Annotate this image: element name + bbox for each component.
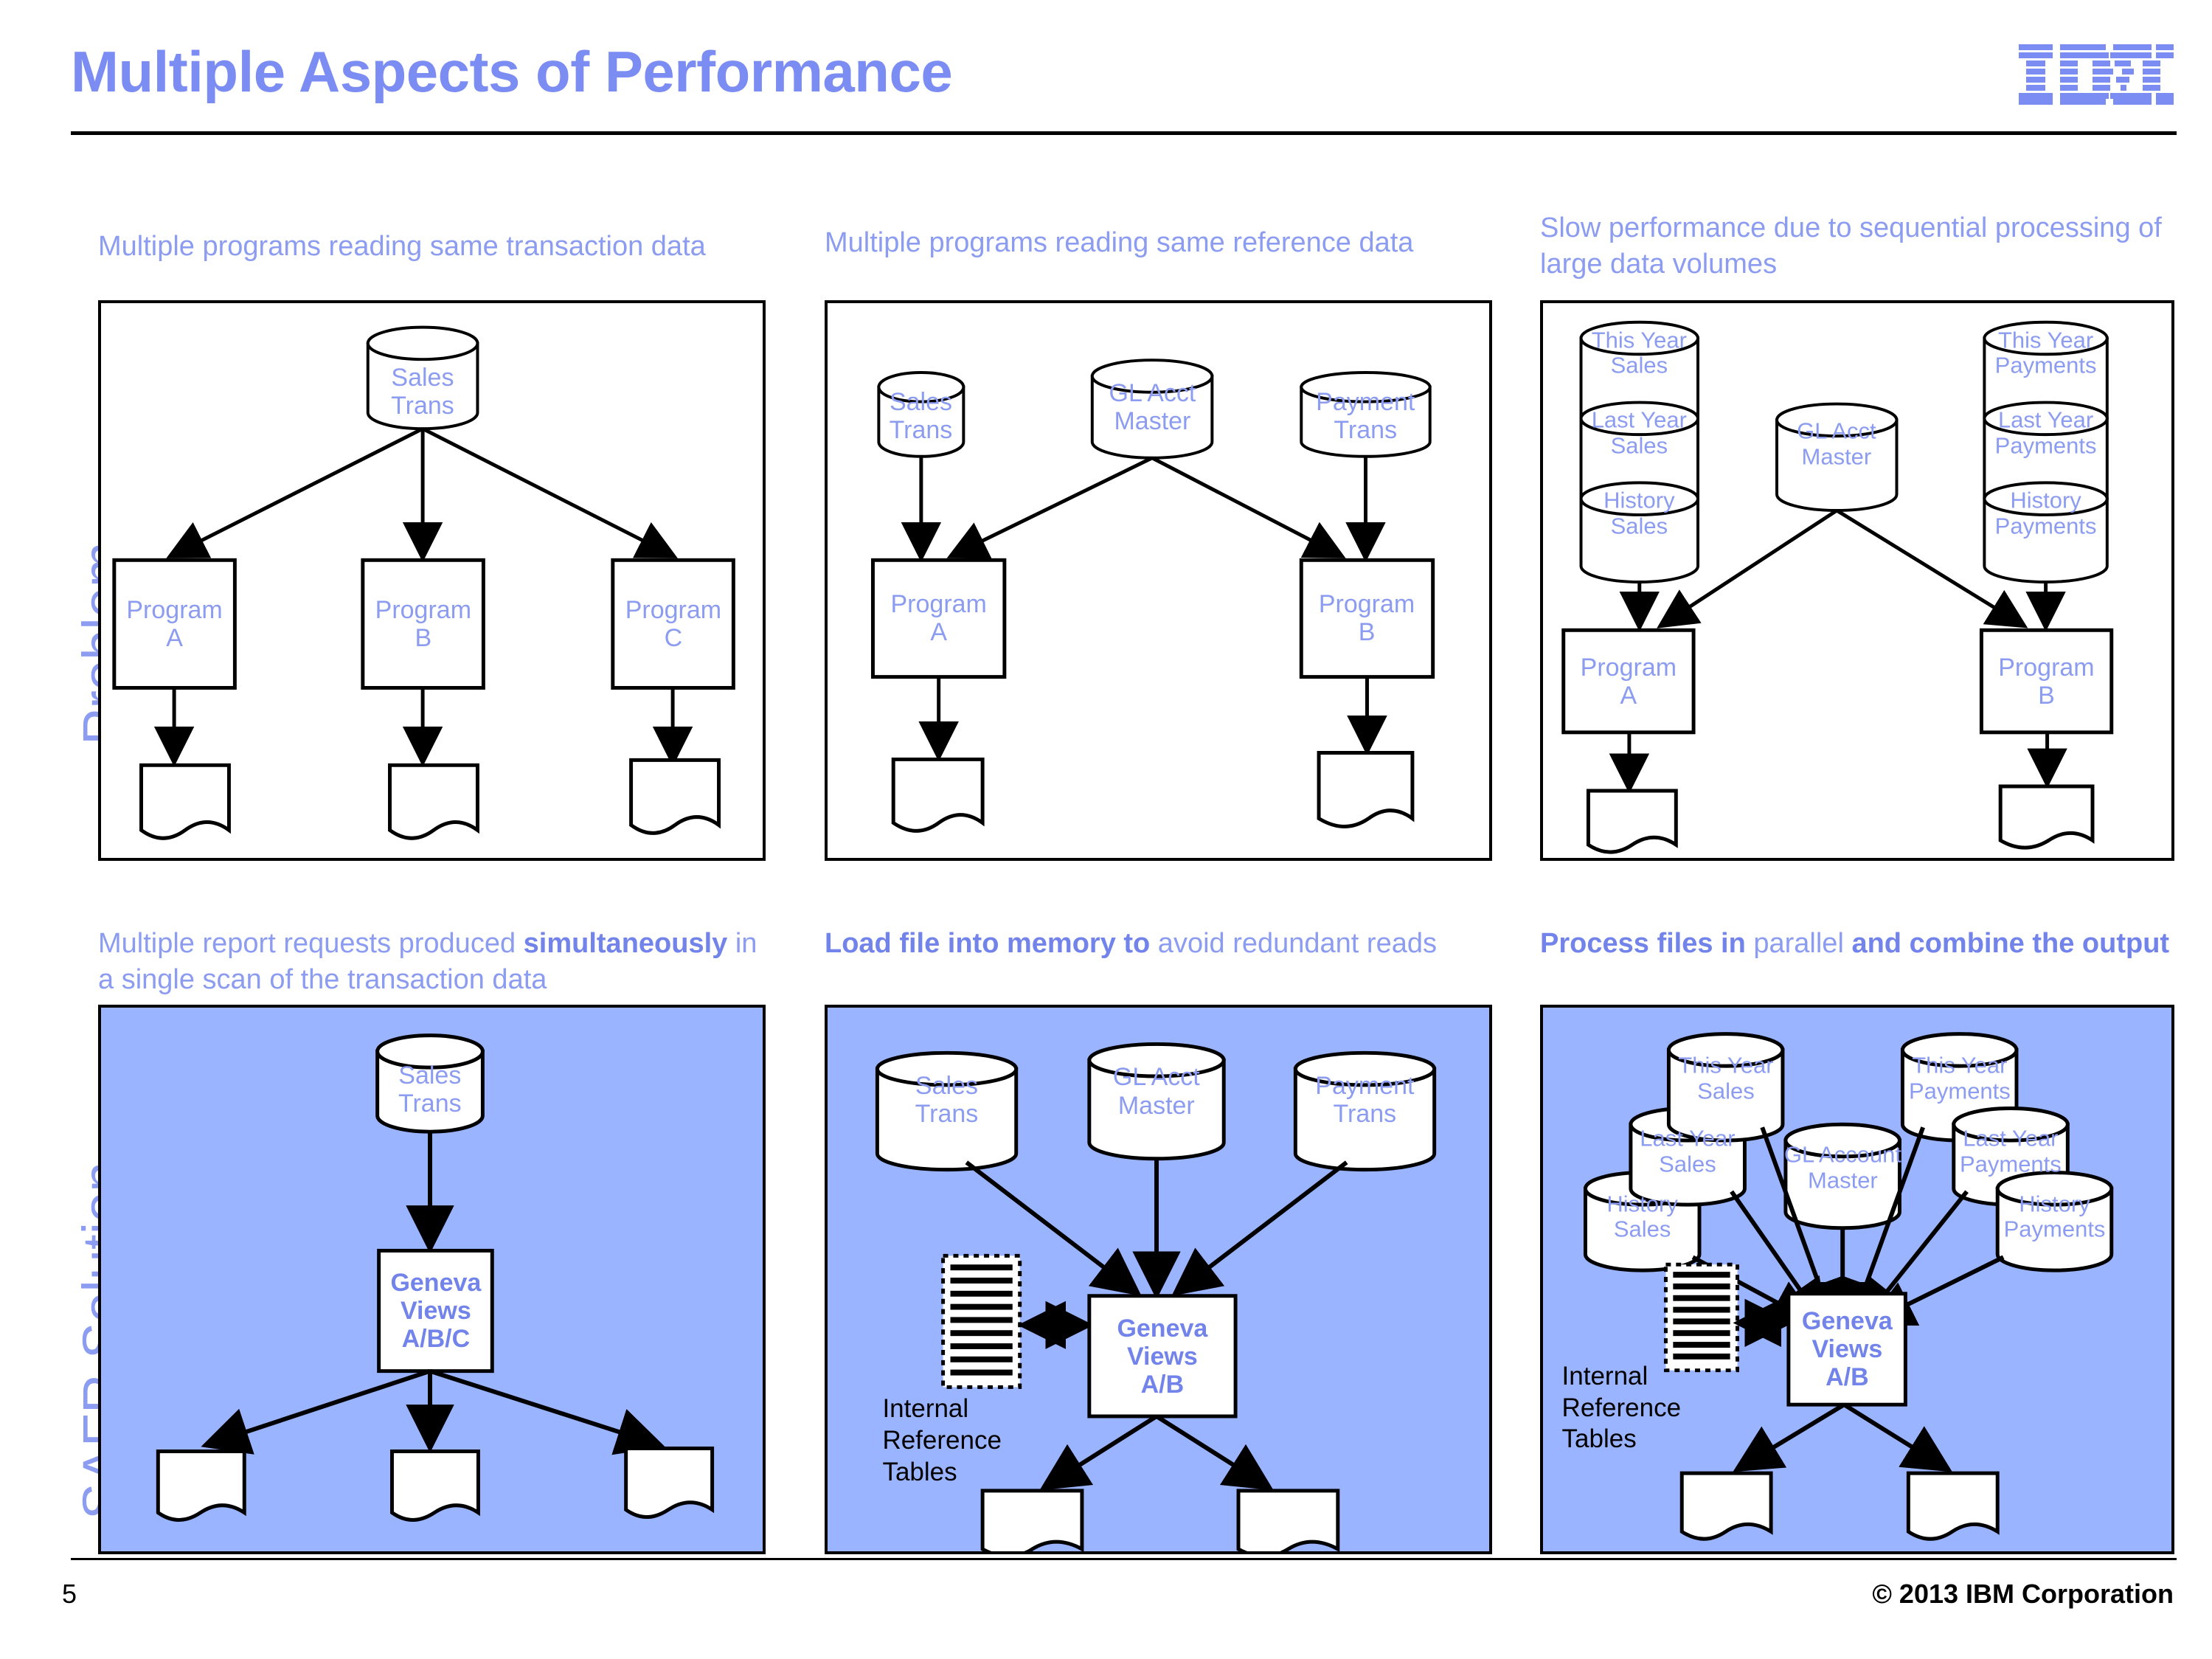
cylinder-this-year-sales — [1666, 1032, 1785, 1143]
doc-output-1 — [139, 763, 231, 840]
box-geneva-views — [1786, 1292, 1907, 1407]
copyright-notice: © 2013 IBM Corporation — [1872, 1579, 2174, 1609]
caption-emphasis: Load file into memory to — [825, 928, 1151, 959]
internal-reference-table-icon — [1663, 1262, 1740, 1373]
caption-text: parallel — [1745, 928, 1852, 959]
doc-output-1 — [1586, 789, 1678, 854]
cylinder-gl-acct-master — [1775, 402, 1899, 512]
title-divider — [71, 131, 2177, 135]
cylinder-sales-trans — [875, 1050, 1019, 1172]
caption-text: Multiple report requests produced — [98, 928, 524, 959]
box-geneva-views — [1087, 1294, 1238, 1419]
doc-output-1 — [1679, 1471, 1773, 1541]
caption-problem-1: Multiple programs reading same transacti… — [98, 229, 762, 265]
box-program-a — [870, 558, 1007, 679]
caption-solution-2: Load file into memory to avoid redundant… — [825, 926, 1503, 962]
cylinder-history-payments — [1995, 1171, 2114, 1272]
cylinder-history-sales — [1579, 481, 1700, 583]
cylinder-sales-trans — [375, 1033, 485, 1134]
caption-emphasis: and combine the output — [1851, 928, 2170, 959]
doc-output-2 — [390, 1449, 480, 1522]
ibm-logo — [2019, 43, 2174, 105]
doc-output-2 — [1906, 1471, 2000, 1541]
doc-output-2 — [1998, 784, 2095, 850]
cylinder-gl-acct-master — [1090, 359, 1214, 460]
cylinder-payment-trans — [1300, 371, 1432, 458]
caption-text: Multiple programs reading same transacti… — [98, 231, 706, 262]
caption-text: avoid redundant reads — [1150, 928, 1437, 959]
box-program-c — [611, 558, 735, 690]
page-title: Multiple Aspects of Performance — [71, 39, 953, 104]
doc-output-3 — [629, 758, 721, 835]
caption-text: in a single scan of the transaction data — [98, 928, 757, 995]
box-geneva-views — [377, 1248, 494, 1374]
box-program-a — [1561, 628, 1696, 735]
cylinder-gl-account-master — [1783, 1122, 1901, 1230]
page-number: 5 — [62, 1579, 77, 1609]
cylinder-sales-trans — [877, 371, 965, 458]
cylinder-gl-acct-master — [1087, 1042, 1226, 1161]
doc-output-3 — [624, 1447, 715, 1519]
doc-output-1 — [891, 757, 985, 833]
internal-reference-table-icon — [941, 1253, 1022, 1389]
box-program-a — [112, 558, 237, 690]
footer-divider — [71, 1558, 2177, 1560]
caption-text: Multiple programs reading same reference… — [825, 227, 1414, 258]
caption-problem-2: Multiple programs reading same reference… — [825, 225, 1488, 261]
doc-output-2 — [1317, 751, 1415, 828]
caption-emphasis: Process files in — [1540, 928, 1746, 959]
box-program-b — [1299, 558, 1435, 679]
cylinder-history-payments — [1983, 481, 2109, 583]
doc-output-2 — [388, 763, 479, 840]
box-program-b — [1979, 628, 2114, 735]
doc-output-1 — [980, 1489, 1084, 1551]
caption-problem-3: Slow performance due to sequential proce… — [1540, 210, 2174, 282]
caption-solution-3: Process files in parallel and combine th… — [1540, 926, 2204, 962]
box-program-b — [361, 558, 485, 690]
cylinder-payment-trans — [1293, 1050, 1437, 1172]
cylinder-sales-trans — [366, 325, 479, 431]
caption-text: Slow performance due to sequential proce… — [1540, 212, 2162, 280]
caption-solution-1: Multiple report requests produced simult… — [98, 926, 762, 997]
doc-output-1 — [156, 1449, 246, 1522]
doc-output-2 — [1236, 1489, 1340, 1551]
caption-emphasis: simultaneously — [523, 928, 728, 959]
